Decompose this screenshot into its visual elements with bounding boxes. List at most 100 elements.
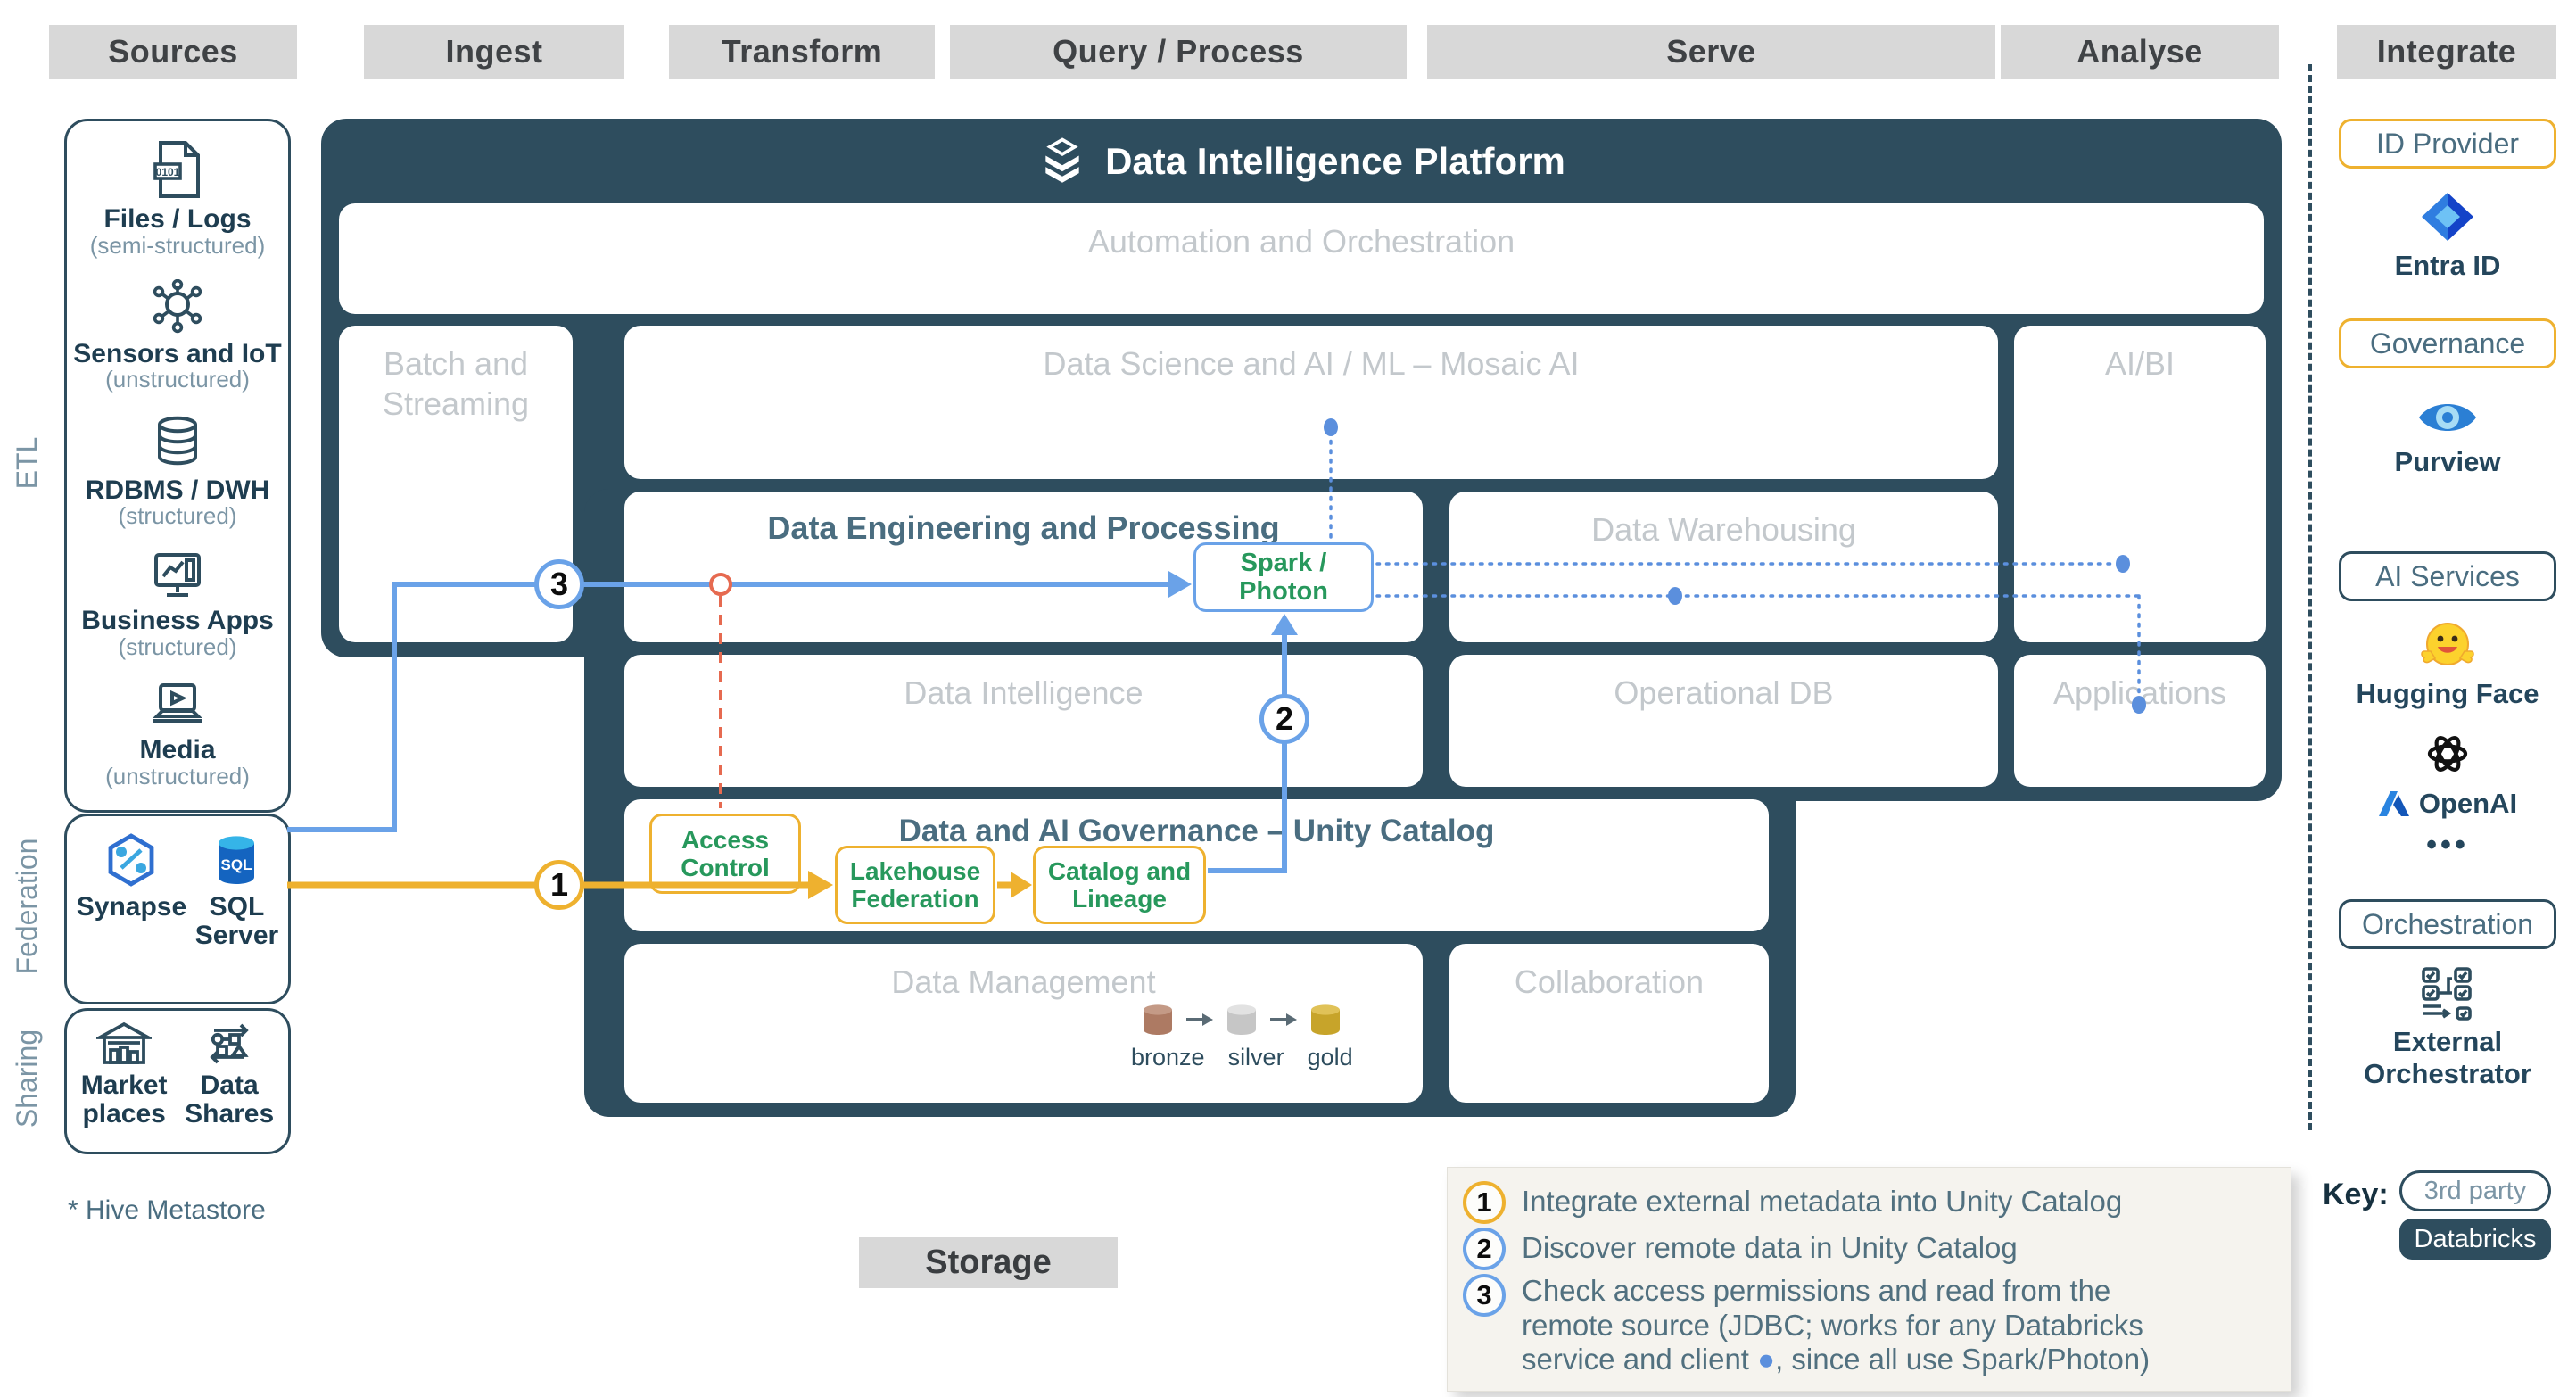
step-2-marker: 2: [1259, 694, 1309, 744]
legend-box: [1447, 1167, 2291, 1392]
spark-photon-box: Spark / Photon: [1193, 542, 1374, 612]
azure-icon: [2378, 790, 2409, 816]
legend-3-marker: 3: [1463, 1274, 1506, 1317]
source-subtitle: (unstructured): [105, 762, 250, 789]
platform-title: Data Intelligence Platform: [1105, 140, 1565, 182]
legend-1-marker: 1: [1463, 1181, 1506, 1224]
data-warehousing-box: Data Warehousing: [1449, 492, 1998, 642]
source-sensors-iot: Sensors and IoT (unstructured): [73, 278, 282, 393]
source-subtitle: (unstructured): [105, 366, 250, 393]
silver-table-icon: [1227, 1004, 1257, 1035]
media-laptop-icon: [153, 683, 202, 723]
medallion-label-silver: silver: [1227, 1044, 1284, 1070]
collaboration-box: Collaboration: [1449, 944, 1769, 1103]
synapse-icon: [109, 833, 154, 887]
sharing-marketplaces: Market places: [81, 1021, 168, 1128]
integrate-entra-id: Entra ID: [2339, 189, 2556, 282]
source-business-apps: Business Apps (structured): [81, 550, 274, 659]
step-1-marker: 1: [534, 860, 584, 910]
governance-pill: Governance: [2339, 318, 2556, 368]
source-subtitle: (structured): [118, 502, 237, 530]
column-header-sources: Sources: [49, 25, 297, 79]
key-label: Key:: [2323, 1178, 2389, 1211]
sharing-data-shares: Data Shares: [185, 1021, 274, 1128]
id-provider-pill: ID Provider: [2339, 119, 2556, 169]
applications-box: Applications: [2014, 655, 2266, 787]
arrow-right-icon: [1186, 1013, 1214, 1026]
federation-box: Synapse SQL SQL Server: [64, 814, 291, 1004]
data-science-mosaic-ai-box: Data Science and AI / ML – Mosaic AI: [624, 326, 1998, 479]
marketplace-icon: [96, 1021, 153, 1064]
integrate-purview: Purview: [2339, 394, 2556, 478]
column-header-transform: Transform: [669, 25, 935, 79]
purview-icon: [2419, 404, 2476, 431]
svg-text:0101: 0101: [156, 166, 180, 178]
federation-item-label: SQL Server: [194, 892, 279, 950]
legend-item-1: 1 Integrate external metadata into Unity…: [1463, 1181, 2122, 1224]
integrate-hugging-face: Hugging Face: [2339, 619, 2556, 710]
gold-table-icon: [1311, 1004, 1341, 1035]
more-services-dots: •••: [2426, 828, 2469, 862]
sharing-item-label: Market places: [80, 1070, 168, 1128]
arrow-right-icon: [1270, 1013, 1298, 1026]
key-databricks-pill: Databricks: [2399, 1219, 2551, 1260]
platform-header: Data Intelligence Platform: [321, 130, 2282, 193]
etl-group-label: ETL: [10, 436, 43, 490]
legend-item-2: 2 Discover remote data in Unity Catalog: [1463, 1228, 2018, 1270]
sharing-box: Market places Data Shares: [64, 1008, 291, 1154]
bronze-table-icon: [1144, 1004, 1173, 1035]
source-files-logs: 0101 Files / Logs (semi-structured): [90, 139, 265, 258]
sharing-group-label: Sharing: [10, 1029, 43, 1128]
entra-id-label: Entra ID: [2394, 250, 2501, 281]
medallion-label-gold: gold: [1307, 1044, 1353, 1070]
external-orchestrator-label: External Orchestrator: [2364, 1026, 2531, 1089]
key-third-party-pill: 3rd party: [2399, 1170, 2551, 1211]
storage-box: Storage: [859, 1237, 1118, 1288]
blue-client-dot: ●: [1757, 1343, 1776, 1376]
iot-icon: [153, 278, 202, 333]
source-subtitle: (structured): [118, 632, 237, 660]
hive-metastore-footnote: * Hive Metastore: [68, 1195, 266, 1225]
hugging-face-icon: [2421, 623, 2474, 665]
source-title: Sensors and IoT: [73, 338, 282, 368]
etl-sources-box: 0101 Files / Logs (semi-structured): [64, 119, 291, 813]
purview-label: Purview: [2394, 446, 2501, 477]
sql-server-icon: SQL: [219, 836, 255, 884]
openai-icon: [2427, 736, 2468, 772]
legend-2-text: Discover remote data in Unity Catalog: [1522, 1231, 2018, 1264]
column-header-ingest: Ingest: [364, 25, 624, 79]
source-rdbms-dwh: RDBMS / DWH (structured): [85, 414, 270, 530]
step-3-marker: 3: [534, 559, 584, 609]
database-icon: [158, 416, 197, 465]
integrate-divider: [2308, 64, 2312, 1130]
source-title: RDBMS / DWH: [85, 475, 270, 505]
source-subtitle: (semi-structured): [89, 231, 266, 259]
orchestration-pill: Orchestration: [2339, 899, 2556, 949]
lakehouse-federation-box: Lakehouse Federation: [835, 846, 995, 924]
medallion-label-bronze: bronze: [1131, 1044, 1205, 1070]
hugging-face-label: Hugging Face: [2356, 678, 2539, 709]
legend-1-text: Integrate external metadata into Unity C…: [1522, 1185, 2123, 1218]
data-shares-icon: [210, 1023, 249, 1064]
entra-id-icon: [2422, 193, 2473, 241]
databricks-logo-icon: [1045, 137, 1079, 183]
medallion-architecture: bronze silver gold: [1131, 1001, 1353, 1071]
source-media: Media (unstructured): [105, 681, 250, 789]
external-orchestrator-icon: [2422, 967, 2472, 1021]
column-header-integrate: Integrate: [2337, 25, 2556, 79]
sharing-item-label: Data Shares: [185, 1070, 275, 1128]
integrate-openai: OpenAI: [2339, 727, 2556, 820]
source-title: Business Apps: [81, 606, 274, 636]
column-header-serve: Serve: [1427, 25, 1995, 79]
source-title: Files / Logs: [103, 204, 252, 234]
legend-3-text: Check access permissions and read from t…: [1522, 1274, 2151, 1376]
catalog-lineage-box: Catalog and Lineage: [1033, 846, 1206, 924]
column-header-query-process: Query / Process: [950, 25, 1407, 79]
automation-orchestration-box: Automation and Orchestration: [339, 203, 2264, 314]
ai-services-pill: AI Services: [2339, 551, 2556, 601]
column-header-analyse: Analyse: [2001, 25, 2279, 79]
file-code-icon: 0101: [153, 141, 200, 198]
ai-bi-box: AI/BI: [2014, 326, 2266, 642]
openai-label: OpenAI: [2418, 788, 2518, 819]
